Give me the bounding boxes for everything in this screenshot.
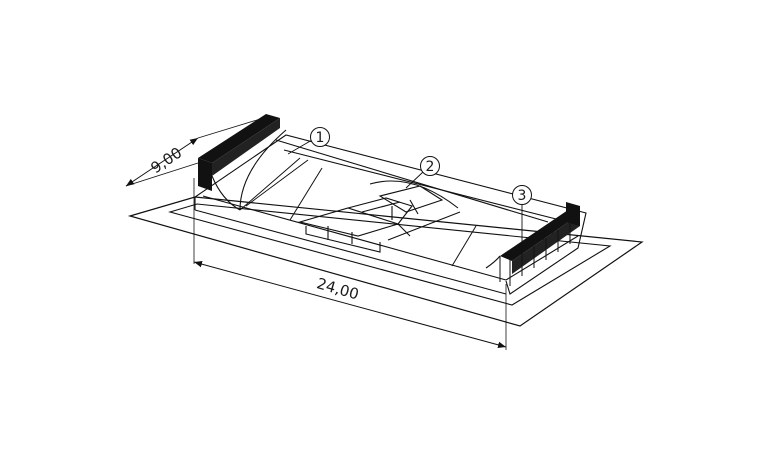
center-funbox [297,180,459,253]
deck-lines [245,159,477,267]
balloon-1: 1 [287,127,330,155]
balloon-2-label: 2 [426,159,435,175]
balloon-3-label: 3 [518,188,527,204]
right-quarter-pipe [485,202,580,286]
balloon-1-label: 1 [316,130,325,146]
width-dimension-label: 9,00 [147,144,185,178]
left-quarter-pipe [198,114,301,211]
platform-outline [194,134,587,295]
balloon-2: 2 [405,156,440,189]
balloon-3: 3 [512,185,532,254]
